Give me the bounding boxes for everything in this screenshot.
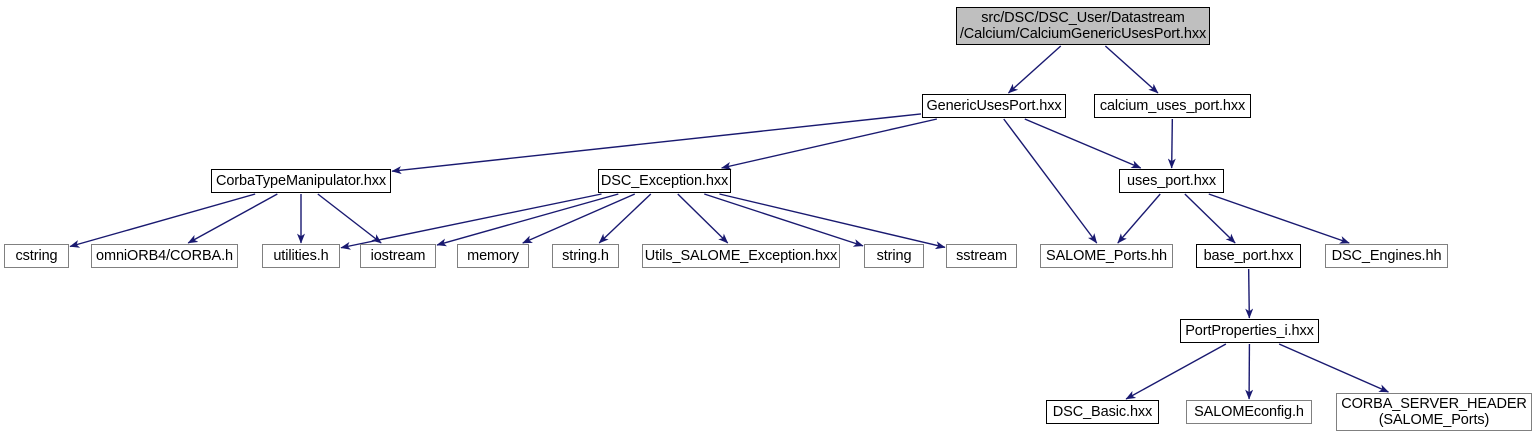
graph-node-cstring: cstring <box>4 244 69 268</box>
graph-edge-dsc_exception-to-utils_salome_exception <box>677 193 729 244</box>
graph-edge-genericusesport-to-corbatypemanipulator <box>391 113 922 175</box>
graph-node-label: sstream <box>956 248 1007 264</box>
graph-edge-dsc_exception-to-sstream <box>719 193 946 250</box>
graph-node-label: SALOME_Ports.hh <box>1046 248 1167 264</box>
graph-node-label: DSC_Exception.hxx <box>600 173 729 189</box>
graph-edge-dsc_exception-to-iostream <box>436 193 619 247</box>
graph-edge-genericusesport-to-dsc_exception <box>721 118 938 170</box>
graph-node-label: string.h <box>562 248 609 264</box>
graph-node-string_h: string.h <box>552 244 619 268</box>
graph-node-dsc_basic[interactable]: DSC_Basic.hxx <box>1046 400 1159 424</box>
graph-edge-portproperties_i-to-corba_server_header <box>1278 343 1389 393</box>
graph-node-utils_salome_exception: Utils_SALOME_Exception.hxx <box>642 244 840 268</box>
graph-edge-genericusesport-to-uses_port <box>1024 118 1142 169</box>
graph-node-iostream: iostream <box>360 244 436 268</box>
graph-node-utilities_h: utilities.h <box>262 244 340 268</box>
graph-node-label: utilities.h <box>273 248 329 264</box>
graph-node-label: omniORB4/CORBA.h <box>96 248 233 264</box>
graph-edge-root-to-genericusesport <box>1007 45 1062 94</box>
graph-edge-dsc_exception-to-utilities_h <box>340 193 602 250</box>
graph-node-memory: memory <box>457 244 529 268</box>
graph-node-base_port[interactable]: base_port.hxx <box>1196 244 1301 268</box>
graph-node-corba_server_header: CORBA_SERVER_HEADER (SALOME_Ports) <box>1336 393 1532 431</box>
graph-node-label: memory <box>467 248 519 264</box>
graph-node-dsc_exception[interactable]: DSC_Exception.hxx <box>598 169 731 193</box>
graph-node-genericusesport[interactable]: GenericUsesPort.hxx <box>922 94 1066 118</box>
graph-node-string: string <box>864 244 924 268</box>
graph-node-calcium_uses_port[interactable]: calcium_uses_port.hxx <box>1094 94 1251 118</box>
graph-node-label: src/DSC/DSC_User/Datastream /Calcium/Cal… <box>959 10 1207 42</box>
graph-node-label: base_port.hxx <box>1203 248 1294 264</box>
graph-edge-calcium_uses_port-to-uses_port <box>1167 118 1176 169</box>
graph-edge-dsc_exception-to-string <box>704 193 864 247</box>
graph-node-label: uses_port.hxx <box>1127 173 1216 189</box>
graph-node-salome_ports: SALOME_Ports.hh <box>1040 244 1173 268</box>
graph-edge-dsc_exception-to-string_h <box>598 193 652 244</box>
graph-edge-dsc_exception-to-memory <box>522 193 636 244</box>
graph-node-corbatypemanipulator[interactable]: CorbaTypeManipulator.hxx <box>211 169 391 193</box>
graph-node-label: calcium_uses_port.hxx <box>1099 98 1246 114</box>
graph-edge-base_port-to-portproperties_i <box>1245 268 1254 319</box>
graph-node-portproperties_i[interactable]: PortProperties_i.hxx <box>1180 319 1319 343</box>
graph-edge-corbatypemanipulator-to-omniorb4_corba <box>187 193 278 244</box>
graph-node-label: DSC_Engines.hh <box>1331 248 1442 264</box>
graph-node-label: PortProperties_i.hxx <box>1185 323 1314 339</box>
graph-edge-uses_port-to-base_port <box>1184 193 1236 244</box>
graph-edge-root-to-calcium_uses_port <box>1104 45 1159 94</box>
graph-edge-uses_port-to-dsc_engines <box>1208 193 1350 244</box>
graph-node-label: DSC_Basic.hxx <box>1052 404 1153 420</box>
graph-node-omniorb4_corba: omniORB4/CORBA.h <box>91 244 238 268</box>
graph-node-label: CORBA_SERVER_HEADER (SALOME_Ports) <box>1341 396 1527 428</box>
graph-node-label: GenericUsesPort.hxx <box>926 98 1062 114</box>
graph-node-sstream: sstream <box>946 244 1017 268</box>
graph-node-root[interactable]: src/DSC/DSC_User/Datastream /Calcium/Cal… <box>956 7 1210 45</box>
graph-node-label: cstring <box>15 248 58 264</box>
graph-node-label: iostream <box>370 248 426 264</box>
graph-edge-portproperties_i-to-dsc_basic <box>1125 343 1227 400</box>
graph-edge-uses_port-to-salome_ports <box>1117 193 1161 244</box>
graph-edge-corbatypemanipulator-to-cstring <box>69 193 256 248</box>
graph-edge-genericusesport-to-salome_ports <box>1003 118 1098 244</box>
graph-node-dsc_engines: DSC_Engines.hh <box>1325 244 1448 268</box>
graph-node-label: CorbaTypeManipulator.hxx <box>215 173 387 189</box>
graph-node-label: SALOMEconfig.h <box>1194 404 1304 420</box>
graph-node-label: Utils_SALOME_Exception.hxx <box>644 248 838 264</box>
graph-edge-corbatypemanipulator-to-iostream <box>317 193 382 244</box>
graph-node-salomeconfig: SALOMEconfig.h <box>1186 400 1312 424</box>
graph-node-label: string <box>876 248 912 264</box>
graph-node-uses_port[interactable]: uses_port.hxx <box>1119 169 1224 193</box>
